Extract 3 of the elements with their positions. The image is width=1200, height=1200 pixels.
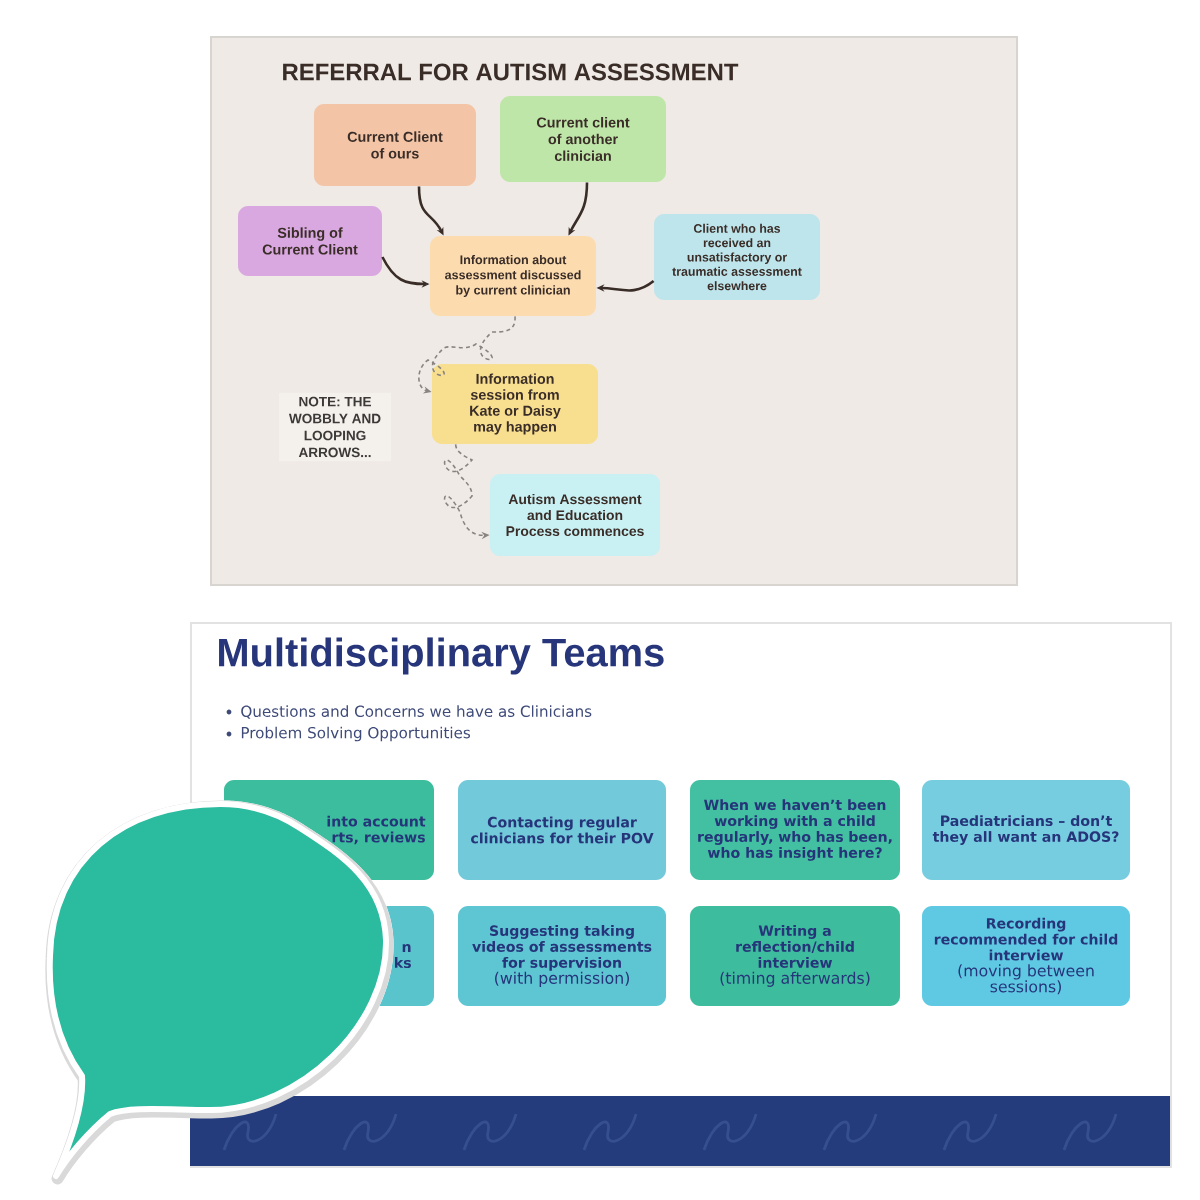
slide-title: REFERRAL FOR AUTISM ASSESSMENT <box>283 63 739 81</box>
dashed-arrow <box>418 315 516 394</box>
slide-title: Multidisciplinary Teams <box>219 637 664 675</box>
